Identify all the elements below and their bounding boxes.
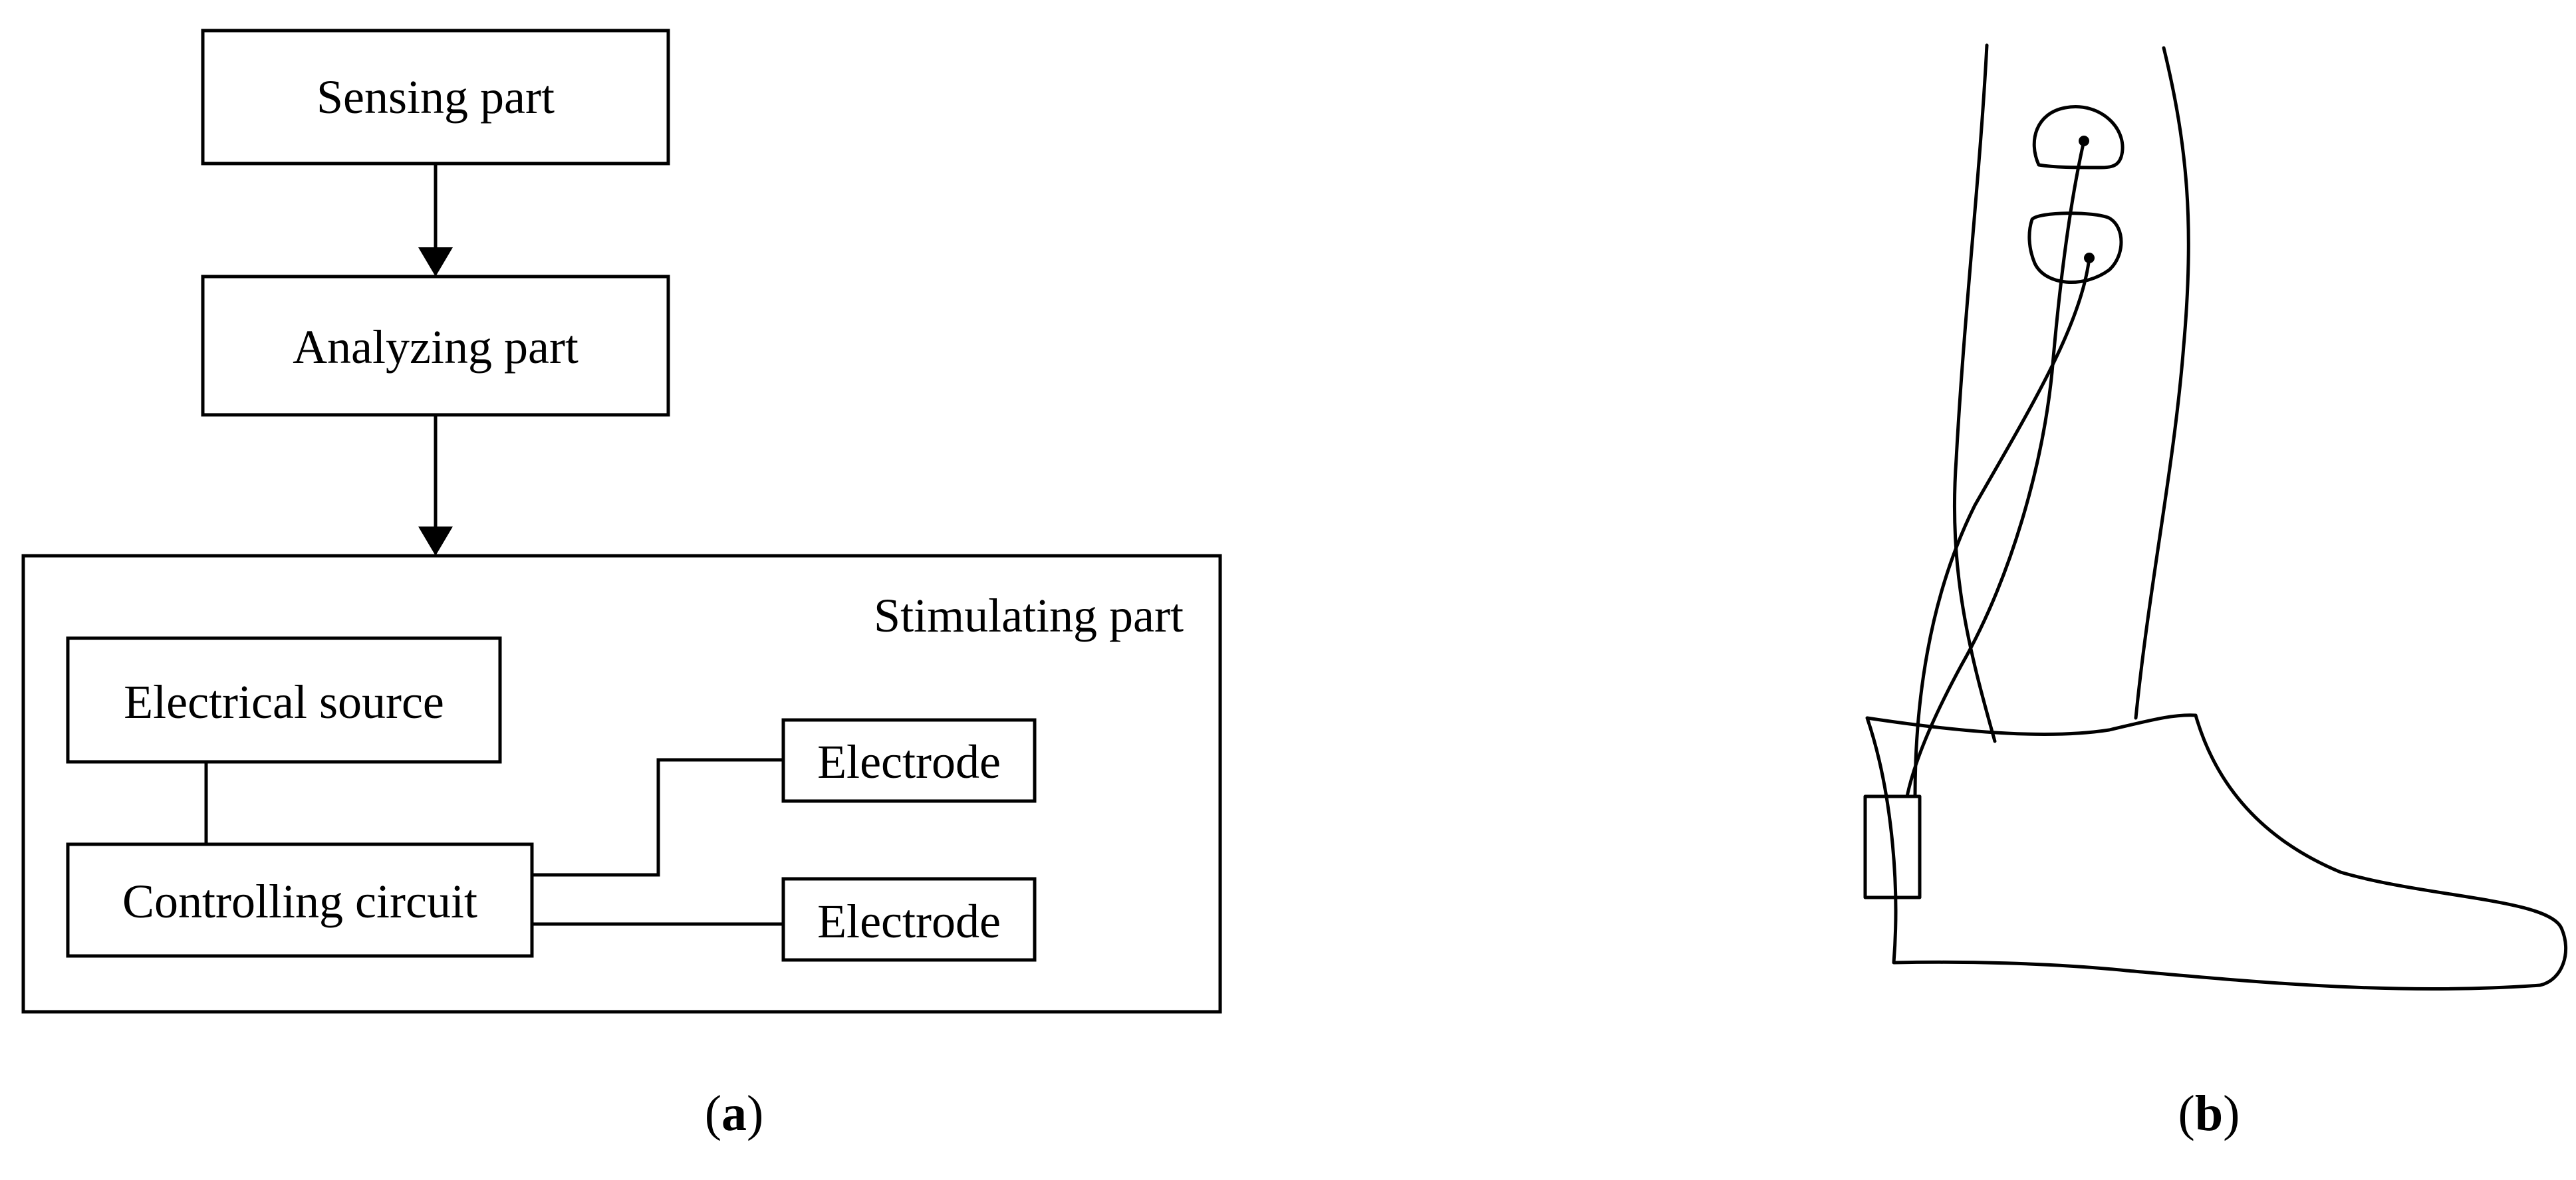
caption-b: (b)	[2178, 1086, 2240, 1141]
node-analyzing-label: Analyzing part	[293, 320, 579, 374]
node-controlling-circuit: Controlling circuit	[66, 842, 534, 958]
lead-wire-upper	[1905, 139, 2086, 798]
node-sensing-part: Sensing part	[201, 29, 670, 166]
node-electrical-source-label: Electrical source	[124, 675, 444, 729]
node-controlling-circuit-label: Controlling circuit	[122, 875, 477, 928]
edge-controller-to-electrode-1	[532, 758, 783, 877]
lead-wire-lower	[1913, 256, 2091, 798]
electrode-pad-lower	[2027, 211, 2123, 284]
block-diagram: Sensing part Analyzing part Stimulating …	[21, 29, 1222, 1014]
shoe-outline	[1865, 713, 2568, 991]
node-electrode-1: Electrode	[781, 718, 1037, 803]
node-stimulating-label: Stimulating part	[874, 589, 1184, 642]
node-analyzing-part: Analyzing part	[201, 275, 670, 417]
leg-sketch	[1863, 43, 2568, 991]
node-sensing-label: Sensing part	[317, 70, 555, 124]
node-electrode-2: Electrode	[781, 877, 1037, 962]
caption-a: (a)	[705, 1086, 764, 1141]
stimulator-device-box	[1863, 794, 1922, 899]
leg-front-outline	[2134, 46, 2190, 720]
electrode-pad-upper	[2032, 105, 2125, 170]
node-electrode-1-label: Electrode	[817, 735, 1001, 788]
node-electrical-source: Electrical source	[66, 636, 502, 764]
node-electrode-2-label: Electrode	[817, 895, 1001, 948]
